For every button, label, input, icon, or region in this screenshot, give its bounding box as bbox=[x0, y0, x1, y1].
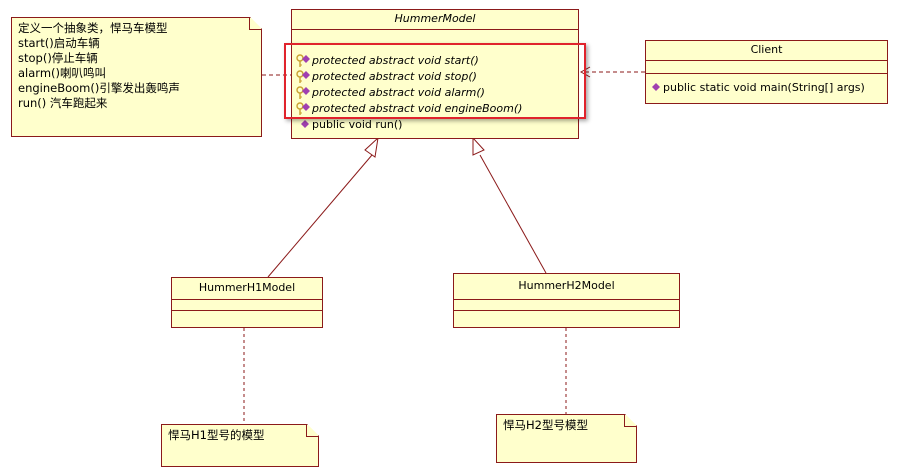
operation-start[interactable]: protected abstract void start() bbox=[292, 53, 578, 69]
attributes-section bbox=[172, 300, 322, 311]
note-text: 悍马H2型号模型 bbox=[503, 418, 588, 432]
note-abstract-description: 定义一个抽象类，悍马车模型 start()启动车辆 stop()停止车辆 ala… bbox=[11, 17, 262, 137]
highlight-box bbox=[284, 43, 586, 119]
note-line: alarm()喇叭鸣叫 bbox=[18, 66, 106, 80]
operation-text: public void run() bbox=[312, 118, 403, 131]
attributes-section bbox=[646, 61, 887, 74]
dependency-arrowhead bbox=[579, 66, 591, 78]
operation-text: protected abstract void alarm() bbox=[312, 86, 485, 99]
class-hummer-h2-model[interactable]: HummerH2Model bbox=[453, 273, 680, 328]
key-lock-icon bbox=[296, 86, 311, 100]
generalization-line-h1 bbox=[267, 154, 373, 278]
generalization-arrow-h1 bbox=[364, 136, 379, 158]
class-name: HummerModel bbox=[292, 10, 578, 30]
operation-text: public static void main(String[] args) bbox=[663, 81, 865, 94]
note-line: run() 汽车跑起来 bbox=[18, 96, 108, 110]
operation-run[interactable]: public void run() bbox=[292, 117, 578, 133]
operation-engine-boom[interactable]: protected abstract void engineBoom() bbox=[292, 101, 578, 117]
key-lock-icon bbox=[296, 102, 311, 116]
note-h1-model: 悍马H1型号的模型 bbox=[161, 424, 319, 467]
operation-text: protected abstract void engineBoom() bbox=[312, 102, 523, 115]
key-lock-icon bbox=[296, 54, 311, 68]
operation-text: protected abstract void stop() bbox=[312, 70, 477, 83]
class-name: HummerH1Model bbox=[172, 278, 322, 300]
note-line: 定义一个抽象类，悍马车模型 bbox=[18, 21, 168, 35]
attributes-section bbox=[454, 300, 679, 311]
class-name: Client bbox=[646, 41, 887, 61]
generalization-arrow-h2 bbox=[472, 136, 485, 156]
purple-diamond-icon bbox=[650, 81, 662, 95]
class-hummer-h1-model[interactable]: HummerH1Model bbox=[171, 277, 323, 328]
operations-section: public static void main(String[] args) bbox=[646, 74, 887, 96]
note-line: start()启动车辆 bbox=[18, 36, 100, 50]
class-client[interactable]: Client public static void main(String[] … bbox=[645, 40, 888, 104]
operations-section: protected abstract void start() protecte… bbox=[292, 45, 578, 133]
generalization-line-h2 bbox=[479, 154, 547, 274]
note-text: 悍马H1型号的模型 bbox=[168, 428, 265, 442]
note-h2-model: 悍马H2型号模型 bbox=[496, 414, 637, 463]
class-name: HummerH2Model bbox=[454, 274, 679, 300]
operation-alarm[interactable]: protected abstract void alarm() bbox=[292, 85, 578, 101]
note-line: stop()停止车辆 bbox=[18, 51, 98, 65]
key-lock-icon bbox=[296, 70, 311, 84]
note-line: engineBoom()引擎发出轰鸣声 bbox=[18, 81, 180, 95]
operation-stop[interactable]: protected abstract void stop() bbox=[292, 69, 578, 85]
operation-text: protected abstract void start() bbox=[312, 54, 479, 67]
operation-main[interactable]: public static void main(String[] args) bbox=[646, 80, 887, 96]
purple-diamond-icon bbox=[296, 118, 311, 132]
